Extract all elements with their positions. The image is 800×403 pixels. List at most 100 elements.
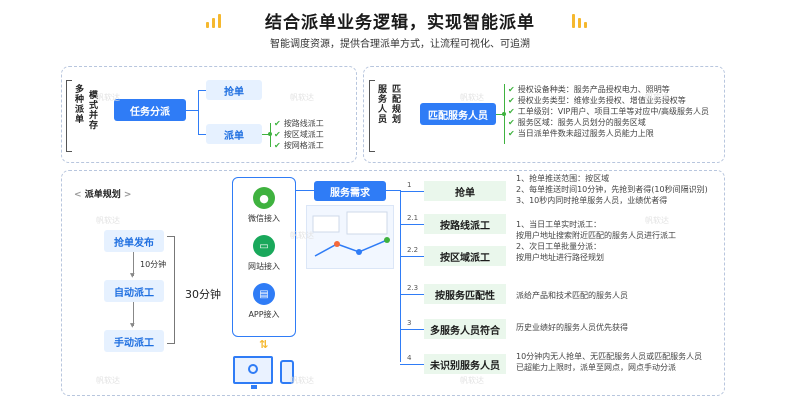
connector (400, 329, 424, 330)
flow-step-description: 1、抢单推送范围：按区域 2、每单推送时间10分钟，先抢到者得(10秒间隔识别) 3… (516, 173, 722, 206)
flow-step-number: 3 (407, 319, 412, 327)
description-line: 2、每单推送时间10分钟，先抢到者得(10秒间隔识别) (516, 185, 708, 194)
side-bracket (66, 80, 72, 152)
side-label-1: 服务人员 (376, 84, 386, 124)
connector (400, 256, 424, 257)
watermark: 帆软达 (645, 216, 669, 225)
description-line: 按用户地址进行路径规划 (516, 253, 604, 262)
flow-step-node: 多服务人员符合 (424, 319, 506, 339)
flow-step-number: 2.2 (407, 246, 419, 254)
page-title: 结合派单业务逻辑，实现智能派单 (265, 13, 535, 33)
channel-app: APP接入 (248, 310, 280, 319)
dispatch-node: 派单 (206, 124, 262, 144)
rule-step-manual: 手动派工 (104, 330, 164, 352)
side-label-1: 多种派单 (73, 84, 83, 124)
junction-dot (502, 112, 506, 116)
connector (198, 90, 206, 91)
connector (186, 110, 198, 111)
description-line: 派给产品和技术匹配的服务人员 (516, 291, 628, 300)
criteria-item: 当日派单件数未超过服务人员能力上限 (517, 129, 654, 138)
watermark: 帆软达 (290, 93, 314, 102)
flow-step-description: 10分钟内无人抢单、无匹配服务人员或匹配服务人员已超能力上限时，派单至网点，网点… (516, 351, 722, 373)
rule-arrow (133, 252, 134, 276)
side-bracket (369, 80, 375, 152)
mobile-icon (280, 360, 294, 384)
flow-step-number: 2.3 (407, 284, 419, 292)
side-label-2: 模式并存 (87, 90, 97, 130)
description-line: 3、10秒内同时抢单服务人员，业绩优者得 (516, 196, 668, 205)
junction-dot (268, 132, 272, 136)
flow-step-node: 按区域派工 (424, 246, 506, 266)
match-staff-node: 匹配服务人员 (420, 103, 496, 125)
description-line: 历史业绩好的服务人员优先获得 (516, 323, 628, 332)
description-line: 2、次日工单批量分派： (516, 242, 602, 251)
description-line: 已超能力上限时，派单至网点，网点手动分派 (516, 363, 676, 372)
desktop-icon (233, 356, 273, 384)
rules-heading: 派单规划 (84, 190, 121, 200)
monitor-icon: ▭ (253, 235, 275, 257)
match-criteria-list: ✔授权设备种类：服务产品授权电力、照明等 ✔授权业务类型：维修业务授权、增值业务… (508, 85, 710, 138)
rule-bracket (167, 236, 175, 344)
dispatch-option: 按网格派工 (283, 141, 324, 150)
connector (386, 190, 400, 191)
arrow-head-icon: ▼ (130, 322, 135, 329)
arrow-head-icon: ▼ (130, 272, 135, 279)
watermark: 帆软达 (645, 93, 669, 102)
connector (400, 294, 424, 295)
watermark: 帆软达 (96, 376, 120, 385)
description-line: 1、抢单推送范围：按区域 (516, 174, 610, 183)
watermark: 帆软达 (96, 216, 120, 225)
channel-box (232, 177, 296, 337)
flow-step-node: 抢单 (424, 181, 506, 201)
dispatch-option: 按区域派工 (283, 130, 324, 139)
rule-arrow (133, 302, 134, 326)
task-dispatch-node: 任务分派 (114, 99, 186, 121)
flow-step-node: 按路线派工 (424, 214, 506, 234)
service-demand-node: 服务需求 (314, 181, 386, 201)
watermark: 帆软达 (96, 93, 120, 102)
flow-step-node: 按服务匹配性 (424, 284, 506, 304)
connector (400, 224, 424, 225)
watermark: 帆软达 (460, 93, 484, 102)
title-decoration-right (572, 14, 592, 28)
rule-total-time: 30分钟 (185, 288, 221, 301)
criteria-item: 授权设备种类：服务产品授权电力、照明等 (517, 85, 670, 94)
criteria-item: 工单级别：VIP用户、项目工单等对应中/高级服务人员 (517, 107, 710, 116)
connector (262, 134, 270, 135)
connector (198, 134, 206, 135)
watermark: 帆软达 (290, 376, 314, 385)
desktop-stand (251, 385, 257, 389)
connector (296, 190, 314, 191)
flow-trunk (400, 190, 401, 362)
connector (400, 364, 424, 365)
flow-step-description: 1、当日工单实时派工： 按用户地址搜索附近匹配的服务人员进行派工 2、次日工单批量分… (516, 219, 722, 263)
flow-step-description: 派给产品和技术匹配的服务人员 (516, 290, 722, 301)
channel-web: 网站接入 (248, 262, 280, 271)
rule-interval: 10分钟 (140, 260, 167, 269)
wechat-icon: ● (253, 187, 275, 209)
connector (400, 191, 424, 192)
flow-step-description: 历史业绩好的服务人员优先获得 (516, 322, 722, 333)
rule-step-publish: 抢单发布 (104, 230, 164, 252)
sync-arrows-icon: ⇅ (259, 338, 269, 351)
channel-wechat: 微信接入 (248, 214, 280, 223)
flow-step-number: 2.1 (407, 214, 419, 222)
criteria-item: 授权业务类型：维修业务授权、增值业务授权等 (517, 96, 686, 105)
grab-order-node: 抢单 (206, 80, 262, 100)
description-line: 按用户地址搜索附近匹配的服务人员进行派工 (516, 231, 676, 240)
watermark: 帆软达 (460, 376, 484, 385)
connector (198, 90, 199, 134)
dispatch-options: ✔按路线派工 ✔按区域派工 ✔按网格派工 (274, 119, 324, 150)
flow-step-number: 4 (407, 354, 412, 362)
description-line: 10分钟内无人抢单、无匹配服务人员或匹配服务人员 (516, 352, 703, 361)
page-subtitle: 智能调度资源，提供合理派单方式，让流程可视化、可追溯 (270, 39, 530, 50)
flow-step-number: 1 (407, 181, 412, 189)
criteria-item: 服务区域：服务人员划分的服务区域 (517, 118, 646, 127)
dispatch-option: 按路线派工 (283, 119, 324, 128)
flow-step-node: 未识别服务人员 (424, 354, 506, 374)
map-illustration (306, 205, 394, 269)
store-icon: ▤ (253, 283, 275, 305)
title-decoration-left (206, 14, 226, 28)
side-label-2: 匹配规划 (390, 84, 400, 124)
description-line: 1、当日工单实时派工： (516, 220, 602, 229)
